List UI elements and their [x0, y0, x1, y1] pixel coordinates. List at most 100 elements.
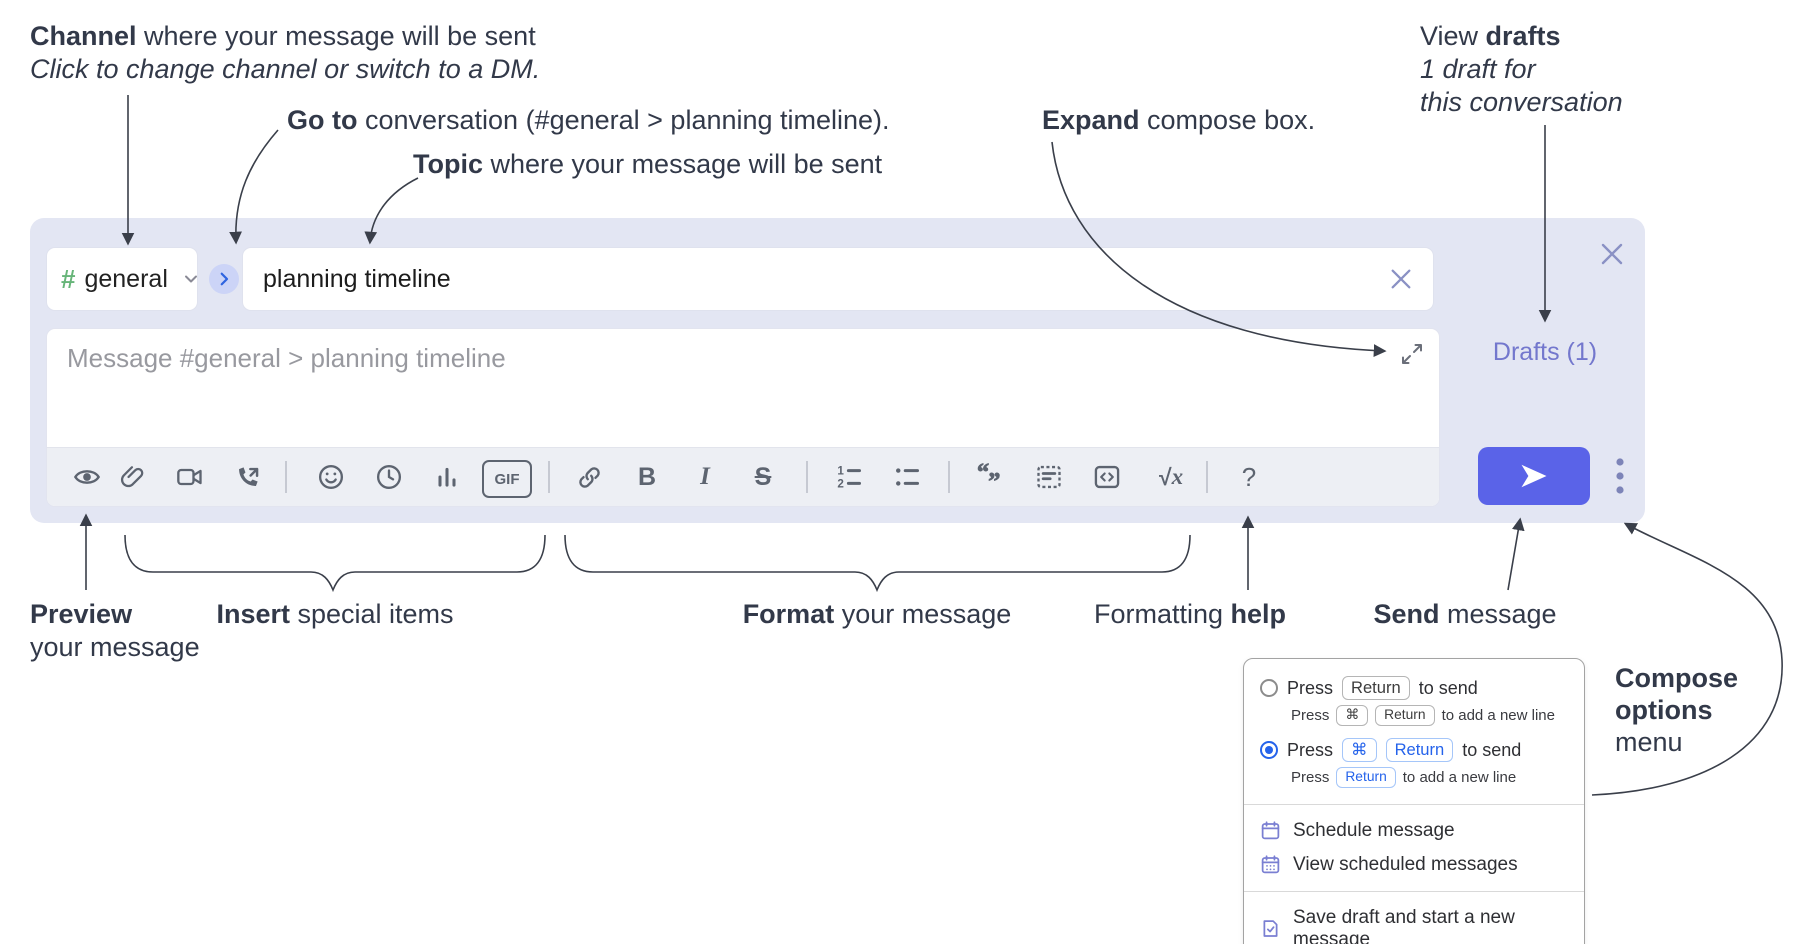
annotation-format: Format your message — [677, 598, 1077, 631]
annotation-channel-bold: Channel — [30, 21, 137, 51]
message-placeholder: Message #general > planning timeline — [67, 343, 506, 373]
help-icon[interactable]: ? — [1241, 461, 1257, 492]
math-x-glyph: x — [1171, 464, 1184, 489]
annotation-channel: Channel where your message will be sent … — [30, 20, 540, 86]
annotation-compose-options: Compose options menu — [1615, 662, 1738, 758]
bold-icon[interactable]: B — [637, 462, 657, 491]
toolbar-divider — [1206, 461, 1208, 493]
expand-compose-button[interactable] — [1399, 341, 1425, 367]
calendar-dates-icon — [1260, 854, 1281, 875]
kbd-return: Return — [1342, 676, 1410, 701]
menu-option-cmd-return-to-send[interactable]: Press ⌘ Return to send Press Return to a… — [1244, 733, 1584, 795]
annotation-insert-bold: Insert — [216, 599, 290, 629]
option-text: Press — [1287, 739, 1334, 760]
menu-option-return-to-send[interactable]: Press Return to send Press ⌘ Return to a… — [1244, 671, 1584, 733]
radio-selected-icon[interactable] — [1260, 741, 1278, 760]
annotation-send-rest: message — [1439, 599, 1557, 629]
insert-brace — [124, 534, 546, 593]
svg-text:2: 2 — [837, 478, 844, 491]
annotation-goto: Go to conversation (#general > planning … — [287, 104, 890, 137]
drafts-link[interactable]: Drafts (1) — [1492, 338, 1598, 366]
menu-item-view-scheduled[interactable]: View scheduled messages — [1244, 848, 1584, 882]
annotation-view-drafts-line3: this conversation — [1420, 87, 1623, 117]
compose-options-button[interactable] — [1604, 447, 1636, 505]
annotation-view-drafts-line2: 1 draft for — [1420, 54, 1536, 84]
svg-text:“: “ — [977, 462, 989, 486]
kbd-cmd: ⌘ — [1336, 705, 1369, 726]
annotation-view-drafts: View drafts 1 draft for this conversatio… — [1420, 20, 1623, 119]
menu-separator — [1244, 803, 1584, 805]
menu-item-label: Schedule message — [1293, 819, 1455, 841]
annotation-preview-bold: Preview — [30, 599, 133, 629]
spoiler-icon[interactable] — [1035, 463, 1063, 491]
kbd-cmd: ⌘ — [1342, 737, 1377, 763]
smiley-icon[interactable] — [317, 463, 345, 491]
math-icon[interactable]: √x — [1151, 463, 1191, 491]
link-icon[interactable] — [575, 463, 603, 491]
svg-text:1: 1 — [837, 465, 844, 478]
clear-icon — [1389, 267, 1413, 291]
menu-item-label: Save draft and start a new message — [1293, 906, 1515, 944]
menu-item-save-draft[interactable]: Save draft and start a new message — [1244, 901, 1584, 944]
annotation-formatting-help: Formatting help — [1040, 598, 1340, 631]
option-subtext: to add a new line — [1402, 769, 1517, 787]
toolbar-divider — [806, 461, 808, 493]
code-icon[interactable] — [1093, 463, 1121, 491]
annotation-send: Send message — [1360, 598, 1570, 631]
strikethrough-icon[interactable]: S — [754, 462, 772, 491]
kbd-return: Return — [1385, 737, 1454, 763]
go-to-conversation-button[interactable] — [209, 264, 239, 294]
topic-input[interactable]: planning timeline — [242, 247, 1434, 311]
annotation-view-drafts-bold: drafts — [1485, 21, 1561, 51]
video-camera-icon[interactable] — [176, 463, 204, 491]
gif-icon[interactable]: GIF — [482, 460, 532, 498]
chevron-right-icon — [215, 270, 233, 288]
compose-options-menu: Press Return to send Press ⌘ Return to a… — [1243, 658, 1585, 944]
option-subtext: Press — [1291, 769, 1330, 787]
clear-topic-button[interactable] — [1389, 267, 1413, 291]
radio-unselected-icon[interactable] — [1260, 679, 1278, 698]
annotation-compose-options-line1: Compose — [1615, 663, 1739, 693]
channel-selector[interactable]: # general — [46, 247, 198, 311]
annotation-compose-options-line3: menu — [1615, 727, 1683, 757]
close-compose-button[interactable] — [1597, 239, 1627, 269]
annotation-channel-rest: where your message will be sent — [136, 21, 536, 51]
math-root-glyph: √ — [1158, 463, 1172, 490]
annotation-expand-bold: Expand — [1042, 105, 1140, 135]
phone-call-icon[interactable] — [233, 463, 261, 491]
paperclip-icon[interactable] — [118, 463, 146, 491]
menu-item-schedule-message[interactable]: Schedule message — [1244, 814, 1584, 848]
channel-name: general — [84, 264, 168, 293]
annotation-goto-bold: Go to — [287, 105, 358, 135]
option-text: to send — [1418, 677, 1478, 698]
channel-hash-icon: # — [61, 263, 76, 294]
annotation-expand-rest: compose box. — [1139, 105, 1316, 135]
annotation-formatting-help-bold: help — [1230, 599, 1287, 629]
toolbar-divider — [285, 461, 287, 493]
svg-text:”: ” — [988, 468, 1000, 492]
bar-chart-icon[interactable] — [433, 463, 461, 491]
toolbar-divider — [948, 461, 950, 493]
option-text: to send — [1462, 739, 1522, 760]
calendar-icon — [1260, 820, 1281, 841]
kbd-return: Return — [1336, 767, 1396, 788]
kbd-return: Return — [1375, 705, 1435, 726]
message-box[interactable]: Message #general > planning timeline — [46, 328, 1440, 507]
quote-icon[interactable]: “” — [977, 462, 1005, 492]
annotation-preview: Preview your message — [30, 598, 200, 664]
eye-icon[interactable] — [73, 463, 101, 491]
annotation-format-bold: Format — [742, 599, 835, 629]
save-draft-icon — [1260, 918, 1281, 939]
bulleted-list-icon[interactable] — [893, 463, 921, 491]
annotation-goto-rest: conversation (#general > planning timeli… — [357, 105, 890, 135]
expand-icon — [1400, 342, 1424, 366]
send-button[interactable] — [1478, 447, 1590, 505]
format-brace — [564, 534, 1191, 593]
annotation-send-bold: Send — [1373, 599, 1440, 629]
italic-icon[interactable]: I — [700, 463, 710, 490]
clock-icon[interactable] — [375, 463, 403, 491]
kebab-menu-icon — [1614, 456, 1626, 496]
option-text: Press — [1287, 677, 1334, 698]
option-subtext: Press — [1291, 707, 1330, 725]
